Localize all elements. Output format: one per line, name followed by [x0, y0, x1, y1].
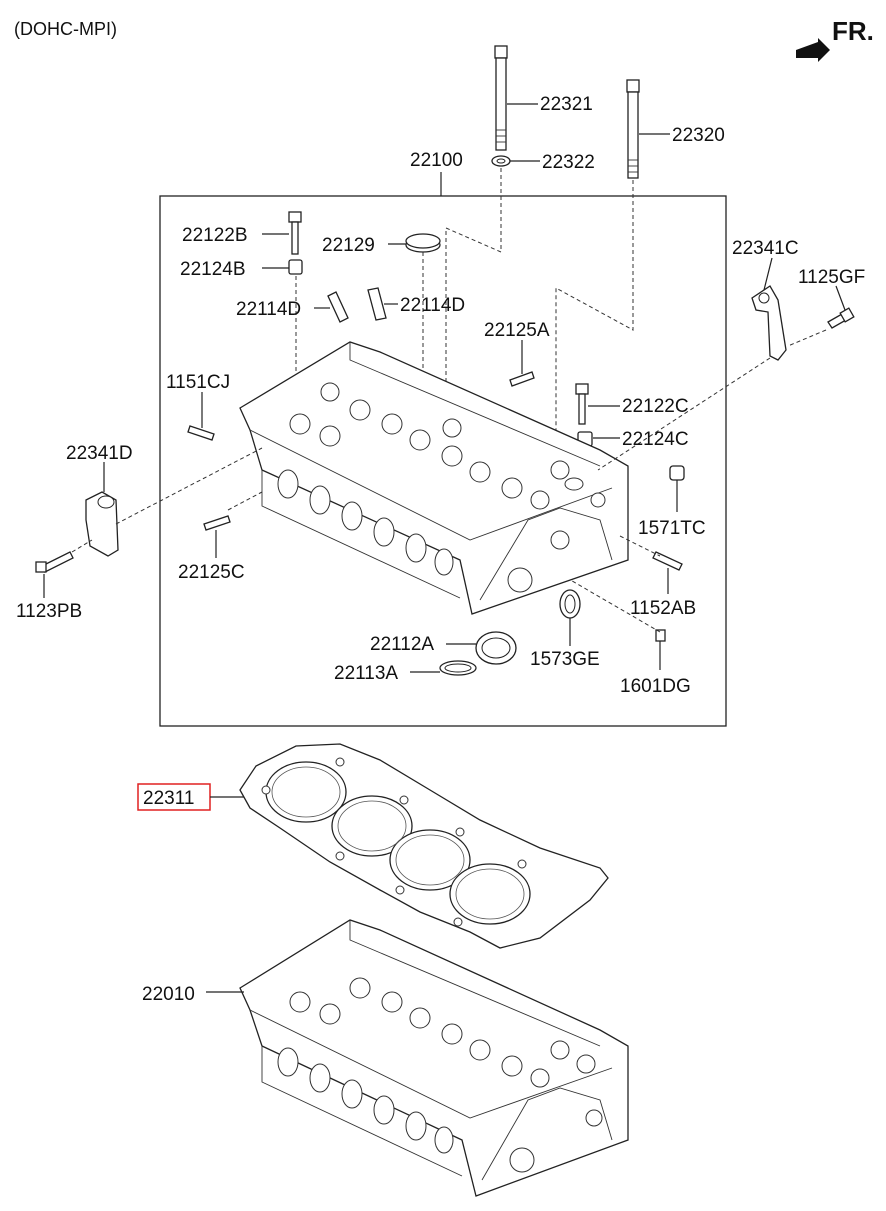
- part-label-1601DG: 1601DG: [620, 676, 691, 697]
- stud-1151CJ: [187, 425, 215, 441]
- bracket-22341D: [85, 491, 119, 557]
- part-label-1571TC: 1571TC: [638, 518, 706, 539]
- part-label-1573GE: 1573GE: [530, 649, 600, 670]
- bracket-22341C: [751, 285, 787, 361]
- part-label-1151CJ: 1151CJ: [166, 372, 230, 393]
- bolt-1125GF: [827, 307, 855, 329]
- part-label-22341C: 22341C: [732, 238, 799, 259]
- part-label-22114D-left: 22114D: [236, 299, 301, 320]
- part-label-22100: 22100: [410, 150, 463, 171]
- sleeve-22124B: [288, 259, 303, 275]
- front-arrow-icon: [796, 38, 830, 62]
- head-bolt-22320: [626, 79, 640, 179]
- plug-1571TC: [669, 465, 685, 481]
- stud-22125A: [509, 371, 535, 387]
- engine-variant-label: (DOHC-MPI): [14, 19, 117, 39]
- part-label-22114D-right: 22114D: [400, 295, 465, 316]
- seal-1573GE: [559, 589, 581, 619]
- part-label-1123PB: 1123PB: [16, 601, 82, 622]
- part-label-22124C: 22124C: [622, 429, 689, 450]
- part-label-22125A: 22125A: [484, 320, 550, 341]
- washer-22322: [491, 155, 511, 167]
- part-label-1152AB: 1152AB: [630, 598, 696, 619]
- seal-22113A: [439, 660, 477, 676]
- part-label-22320: 22320: [672, 125, 725, 146]
- dowel-22114D-right: [367, 287, 387, 321]
- cylinder-head-22010: [239, 919, 629, 1197]
- part-label-22122C: 22122C: [622, 396, 689, 417]
- part-label-22112A: 22112A: [370, 634, 434, 655]
- plug-22129: [405, 233, 441, 253]
- front-indicator: FR.: [832, 16, 874, 46]
- part-label-22113A: 22113A: [334, 663, 398, 684]
- part-label-22341D: 22341D: [66, 443, 133, 464]
- part-label-22125C: 22125C: [178, 562, 245, 583]
- oring-22112A: [475, 631, 517, 665]
- bolt-1123PB: [35, 551, 74, 573]
- part-label-22311: 22311: [143, 788, 194, 809]
- part-label-22322: 22322: [542, 152, 595, 173]
- part-label-22321: 22321: [540, 94, 593, 115]
- bolt-22122B: [288, 211, 302, 255]
- assembly-frame: [159, 195, 727, 727]
- part-label-1125GF: 1125GF: [798, 267, 865, 288]
- cylinder-head-22100: [239, 341, 629, 615]
- part-label-22010: 22010: [142, 984, 195, 1005]
- plug-1601DG: [655, 629, 666, 642]
- dowel-22114D-left: [327, 291, 349, 323]
- stud-22125C: [203, 515, 231, 531]
- head-bolt-22321: [494, 45, 508, 151]
- part-label-22129: 22129: [322, 235, 375, 256]
- stud-1152AB: [652, 551, 683, 571]
- part-label-22124B: 22124B: [180, 259, 246, 280]
- bolt-22122C: [575, 383, 589, 425]
- head-gasket-22311: [239, 743, 609, 949]
- part-label-22122B: 22122B: [182, 225, 248, 246]
